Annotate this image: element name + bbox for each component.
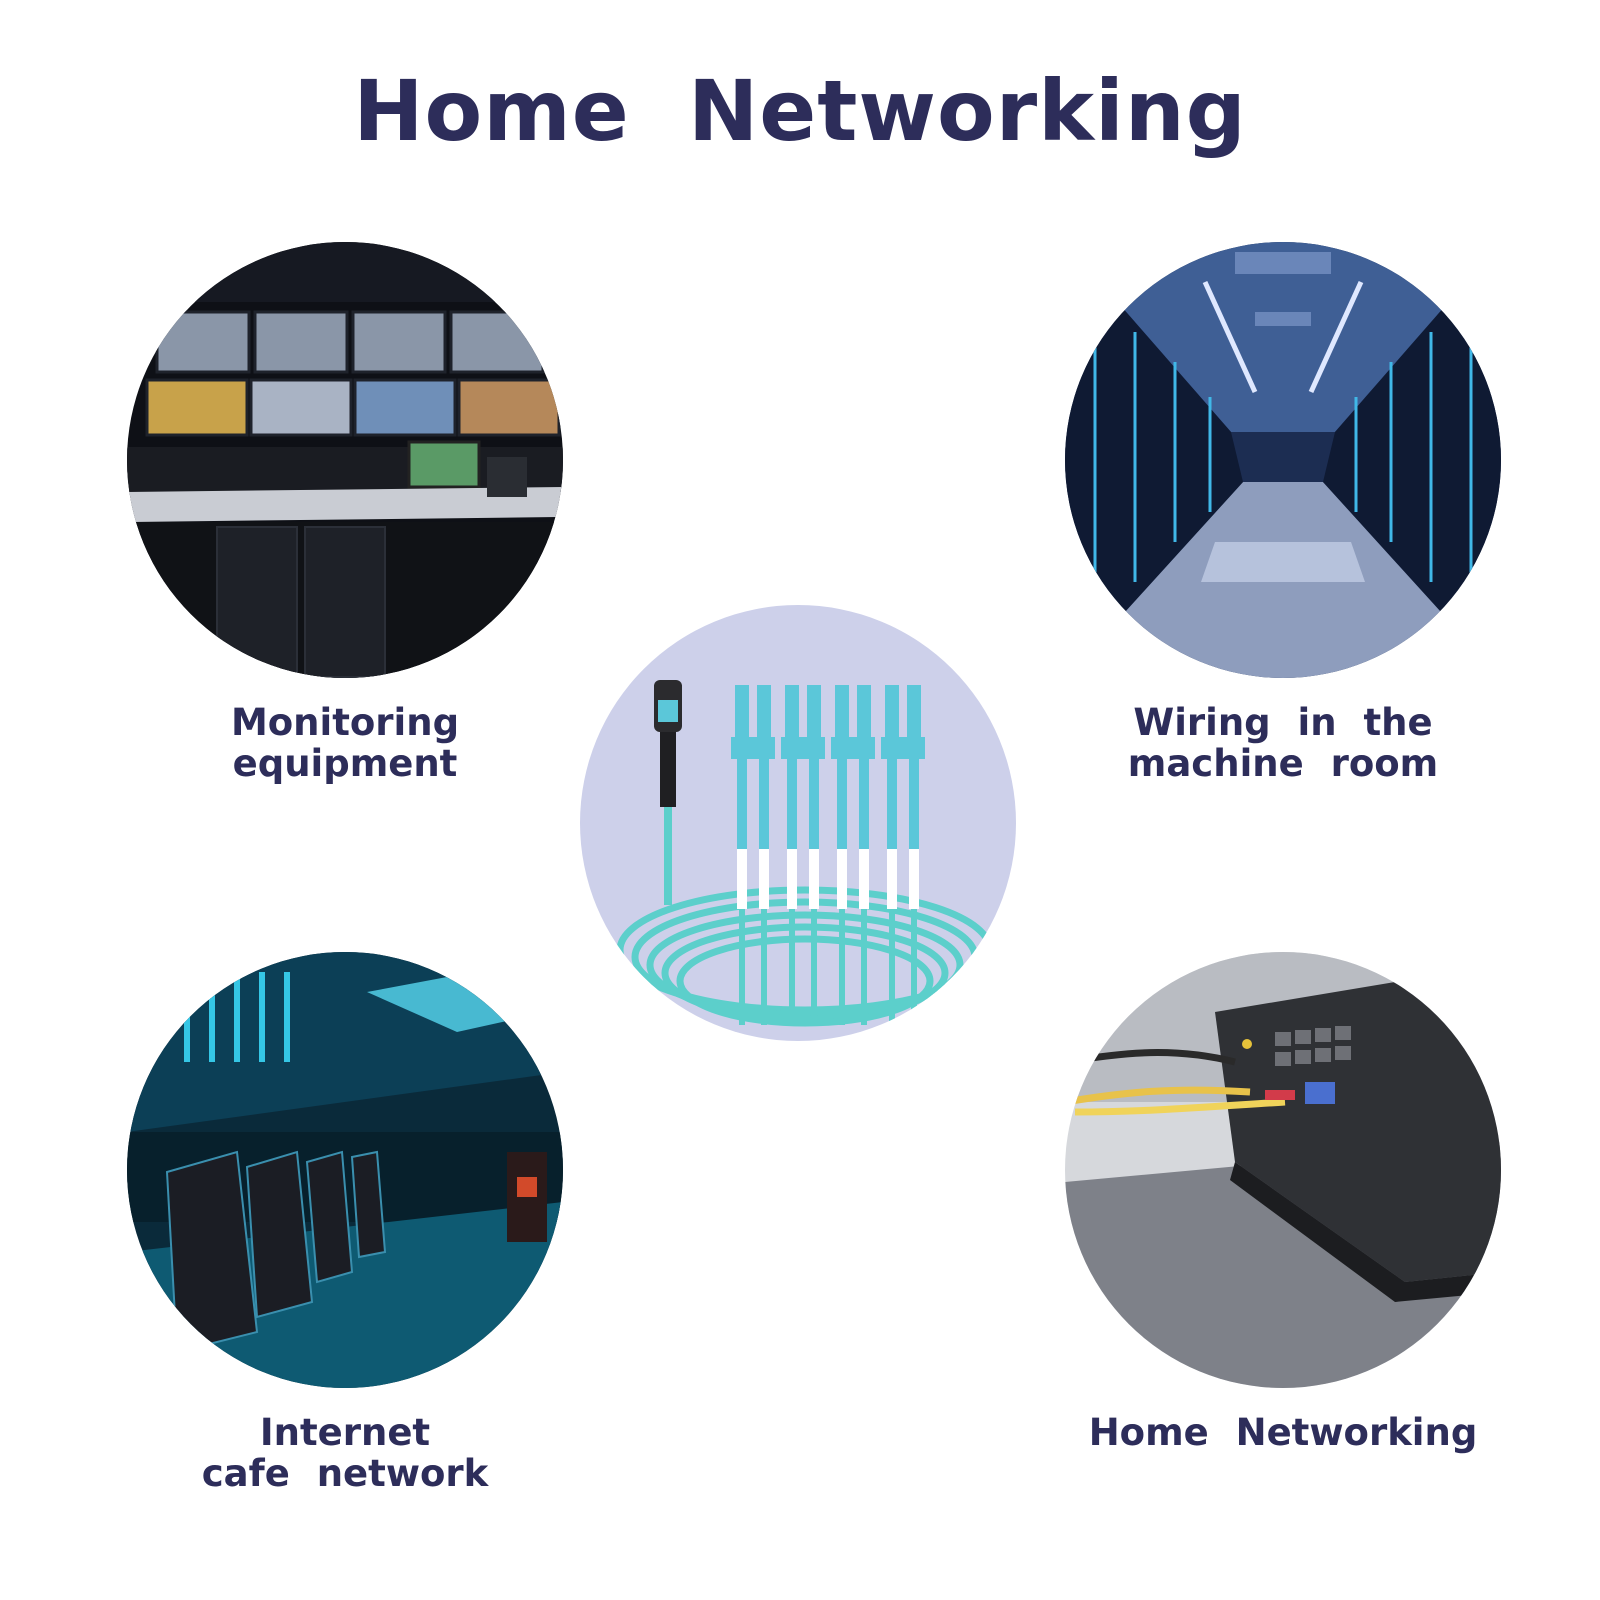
home-networking-image bbox=[1065, 952, 1501, 1388]
caption-line: cafe network bbox=[201, 1452, 489, 1495]
monitoring-equipment-caption: Monitoring equipment bbox=[127, 702, 563, 784]
caption-line: Wiring in the bbox=[1133, 701, 1433, 744]
monitoring-equipment-image bbox=[127, 242, 563, 678]
caption-line: machine room bbox=[1127, 742, 1439, 785]
caption-line: equipment bbox=[232, 742, 458, 785]
caption-line: Home Networking bbox=[1088, 1411, 1478, 1454]
internet-cafe-image bbox=[127, 952, 563, 1388]
caption-line: Monitoring bbox=[230, 701, 460, 744]
home-networking-caption: Home Networking bbox=[1065, 1412, 1501, 1453]
internet-cafe-caption: Internet cafe network bbox=[127, 1412, 563, 1494]
server-room-image bbox=[1065, 242, 1501, 678]
caption-line: Internet bbox=[259, 1411, 431, 1454]
fiber-cable-product-image bbox=[580, 605, 1016, 1041]
server-room-caption: Wiring in the machine room bbox=[1065, 702, 1501, 784]
page-title: Home Networking bbox=[353, 62, 1247, 160]
